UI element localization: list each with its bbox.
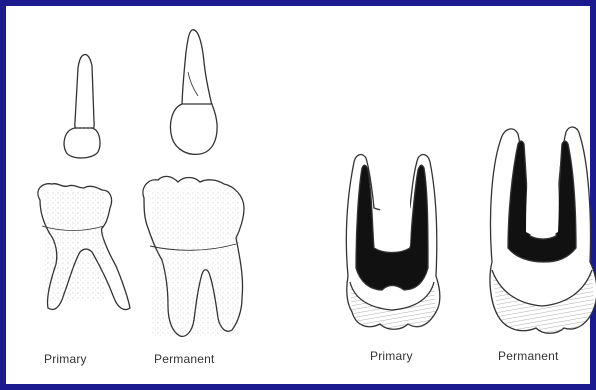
right-primary-caption: Primary — [370, 349, 413, 363]
tooth-comparison-illustration — [12, 12, 596, 390]
left-permanent-caption: Permanent — [154, 352, 215, 366]
right-permanent-caption: Permanent — [498, 349, 559, 363]
permanent-incisor-drawing — [170, 30, 217, 155]
primary-molar-drawing — [38, 184, 130, 310]
left-primary-caption: Primary — [44, 352, 87, 366]
primary-molar-section-drawing — [346, 155, 439, 330]
permanent-molar-drawing — [143, 176, 244, 336]
permanent-molar-section-drawing — [490, 127, 596, 333]
primary-incisor-drawing — [64, 54, 100, 158]
